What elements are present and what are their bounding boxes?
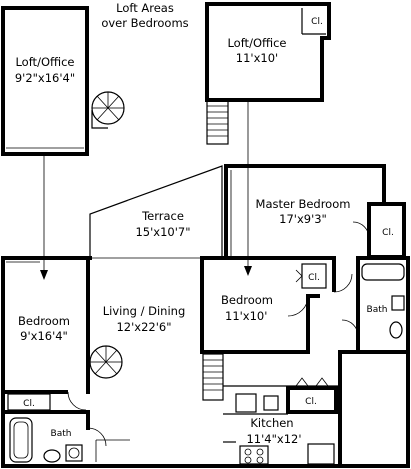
living-dining: Living / Dining 12'x22'6" — [89, 304, 186, 462]
loft2-closet-label: Cl. — [311, 17, 323, 27]
bedroom-center-name: Bedroom — [221, 293, 273, 307]
living-dining-dims: 12'x22'6" — [116, 320, 171, 334]
terrace-name: Terrace — [141, 209, 184, 223]
terrace: Terrace 15'x10'7" — [89, 165, 223, 259]
loft-office-right-dims: 11'x10' — [236, 51, 278, 65]
kitchen-closet-label: Cl. — [305, 397, 317, 407]
center-closet-label: Cl. — [308, 273, 320, 283]
left-closet-label: Cl. — [23, 399, 35, 409]
stair-main — [202, 353, 224, 401]
bath-right-name: Bath — [367, 305, 388, 315]
kitchen: Cl. Kitchen 11'4"x12' — [223, 377, 340, 465]
loft-office-right-name: Loft/Office — [227, 36, 286, 50]
loft-office-left-dims: 9'2"x16'4" — [15, 71, 75, 85]
bedroom-center-dims: 11'x10' — [225, 309, 267, 323]
loft-note-line2: over Bedrooms — [101, 16, 188, 30]
kitchen-name: Kitchen — [250, 416, 293, 430]
master-bedroom-name: Master Bedroom — [256, 197, 351, 211]
loft-office-left: Loft/Office 9'2"x16'4" — [1, 6, 89, 156]
bath-left: Bath — [1, 410, 107, 463]
spiral-stair-upper — [91, 91, 125, 129]
loft-note-line1: Loft Areas — [116, 1, 174, 15]
master-bedroom-dims: 17'x9'3" — [279, 212, 327, 226]
bath-left-name: Bath — [51, 429, 72, 439]
loft-stair-right — [206, 99, 229, 145]
loft-office-right: Cl. Loft/Office 11'x10' — [205, 2, 331, 102]
loft-office-left-name: Loft/Office — [15, 55, 74, 69]
kitchen-dims: 11'4"x12' — [246, 432, 301, 446]
master-closet-label: Cl. — [382, 228, 394, 238]
living-dining-name: Living / Dining — [103, 304, 186, 318]
terrace-dims: 15'x10'7" — [135, 225, 190, 239]
bedroom-left-name: Bedroom — [18, 314, 70, 328]
bedroom-center: Bedroom 11'x10' Cl. — [200, 256, 353, 354]
bedroom-left-dims: 9'x16'4" — [20, 329, 68, 343]
master-bedroom: Master Bedroom 17'x9'3" Cl. — [224, 164, 406, 260]
loft-projection-arrows — [40, 100, 252, 280]
bedroom-left: Bedroom 9'x16'4" Cl. — [1, 256, 90, 411]
bath-right: Bath — [341, 256, 410, 354]
